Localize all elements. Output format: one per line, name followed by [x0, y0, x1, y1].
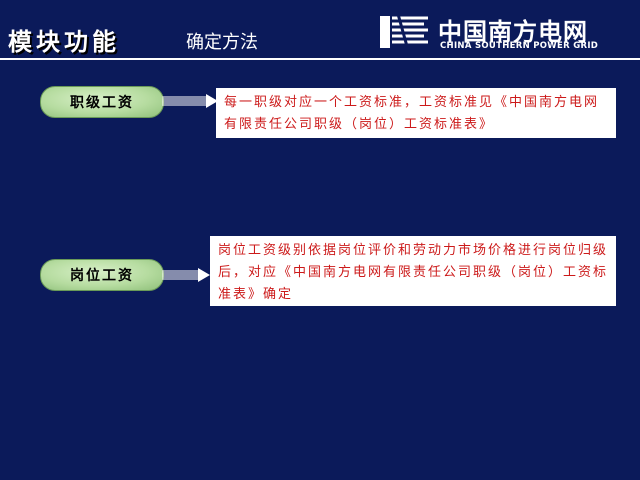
label-position-salary: 岗位工资: [40, 259, 164, 291]
company-logo: 中国南方电网 CHINA SOUTHERN POWER GRID: [378, 12, 636, 52]
logo-chinese-name: 中国南方电网: [438, 18, 588, 46]
connector-arrow-icon: [162, 94, 218, 108]
position-salary-description: 岗位工资级别依据岗位评价和劳动力市场价格进行岗位归级后，对应《中国南方电网有限责…: [210, 236, 616, 306]
power-grid-logo-icon: [380, 13, 428, 51]
rank-salary-description: 每一职级对应一个工资标准，工资标准见《中国南方电网有限责任公司职级（岗位）工资标…: [216, 88, 616, 138]
connector-arrow-icon: [162, 268, 210, 282]
slide-subtitle: 确定方法: [186, 32, 258, 53]
slide-header: 模块功能 确定方法 中国南方电网 CHINA SOUTHERN POWER GR…: [0, 0, 640, 60]
label-rank-salary: 职级工资: [40, 86, 164, 118]
header-divider: [0, 58, 640, 60]
logo-english-name: CHINA SOUTHERN POWER GRID: [440, 41, 599, 51]
module-title: 模块功能: [8, 27, 120, 56]
